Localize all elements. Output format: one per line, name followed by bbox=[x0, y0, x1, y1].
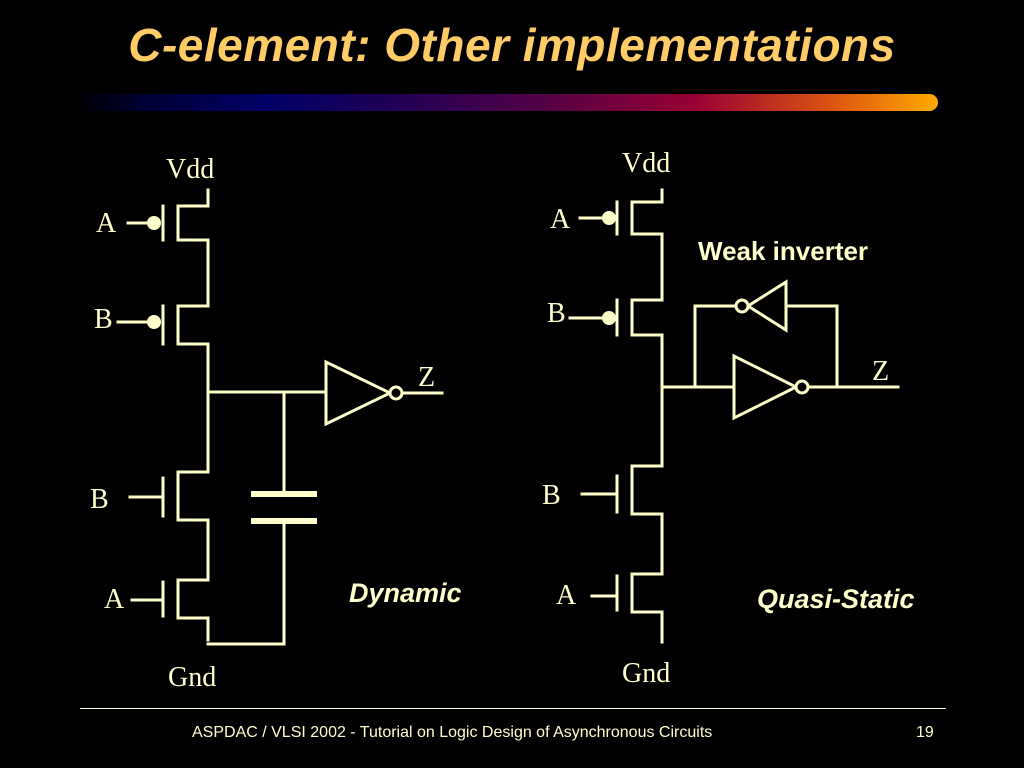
right-vdd-label: Vdd bbox=[622, 148, 671, 179]
left-nmos-a-transistor bbox=[130, 576, 210, 642]
left-storage-capacitor bbox=[206, 390, 317, 646]
right-input-b-top-label: B bbox=[547, 298, 566, 329]
left-vdd-label: Vdd bbox=[166, 154, 215, 185]
right-input-b-bottom-label: B bbox=[542, 480, 561, 511]
right-forward-inverter bbox=[732, 353, 900, 421]
left-gnd-label: Gnd bbox=[168, 662, 217, 693]
page-number: 19 bbox=[916, 724, 934, 741]
left-input-a-bottom-label: A bbox=[104, 584, 125, 615]
quasi-static-caption: Quasi-Static bbox=[757, 584, 915, 614]
right-input-a-bottom-label: A bbox=[556, 580, 577, 611]
title-gradient-bar bbox=[72, 94, 938, 111]
right-pmos-a-transistor bbox=[578, 188, 664, 248]
left-pmos-b-transistor bbox=[116, 252, 210, 394]
left-output-z-label: Z bbox=[418, 362, 436, 393]
footer-divider bbox=[80, 708, 946, 709]
right-weak-feedback-inverter bbox=[693, 279, 839, 389]
right-nmos-a-transistor bbox=[590, 570, 664, 644]
dynamic-caption: Dynamic bbox=[349, 578, 462, 608]
right-nmos-b-transistor bbox=[580, 385, 664, 574]
right-input-a-top-label: A bbox=[550, 204, 571, 235]
left-input-a-top-label: A bbox=[96, 208, 117, 239]
right-pmos-b-transistor bbox=[568, 244, 664, 389]
left-nmos-b-transistor bbox=[128, 390, 210, 580]
left-input-b-top-label: B bbox=[94, 304, 113, 335]
slide-title: C-element: Other implementations bbox=[128, 19, 896, 71]
right-gnd-label: Gnd bbox=[622, 658, 671, 689]
left-output-inverter bbox=[324, 359, 444, 427]
left-pmos-a-transistor bbox=[126, 188, 210, 256]
weak-inverter-label: Weak inverter bbox=[698, 236, 869, 266]
footer-text: ASPDAC / VLSI 2002 - Tutorial on Logic D… bbox=[192, 724, 713, 741]
right-output-z-label: Z bbox=[872, 356, 890, 387]
left-input-b-bottom-label: B bbox=[90, 484, 109, 515]
